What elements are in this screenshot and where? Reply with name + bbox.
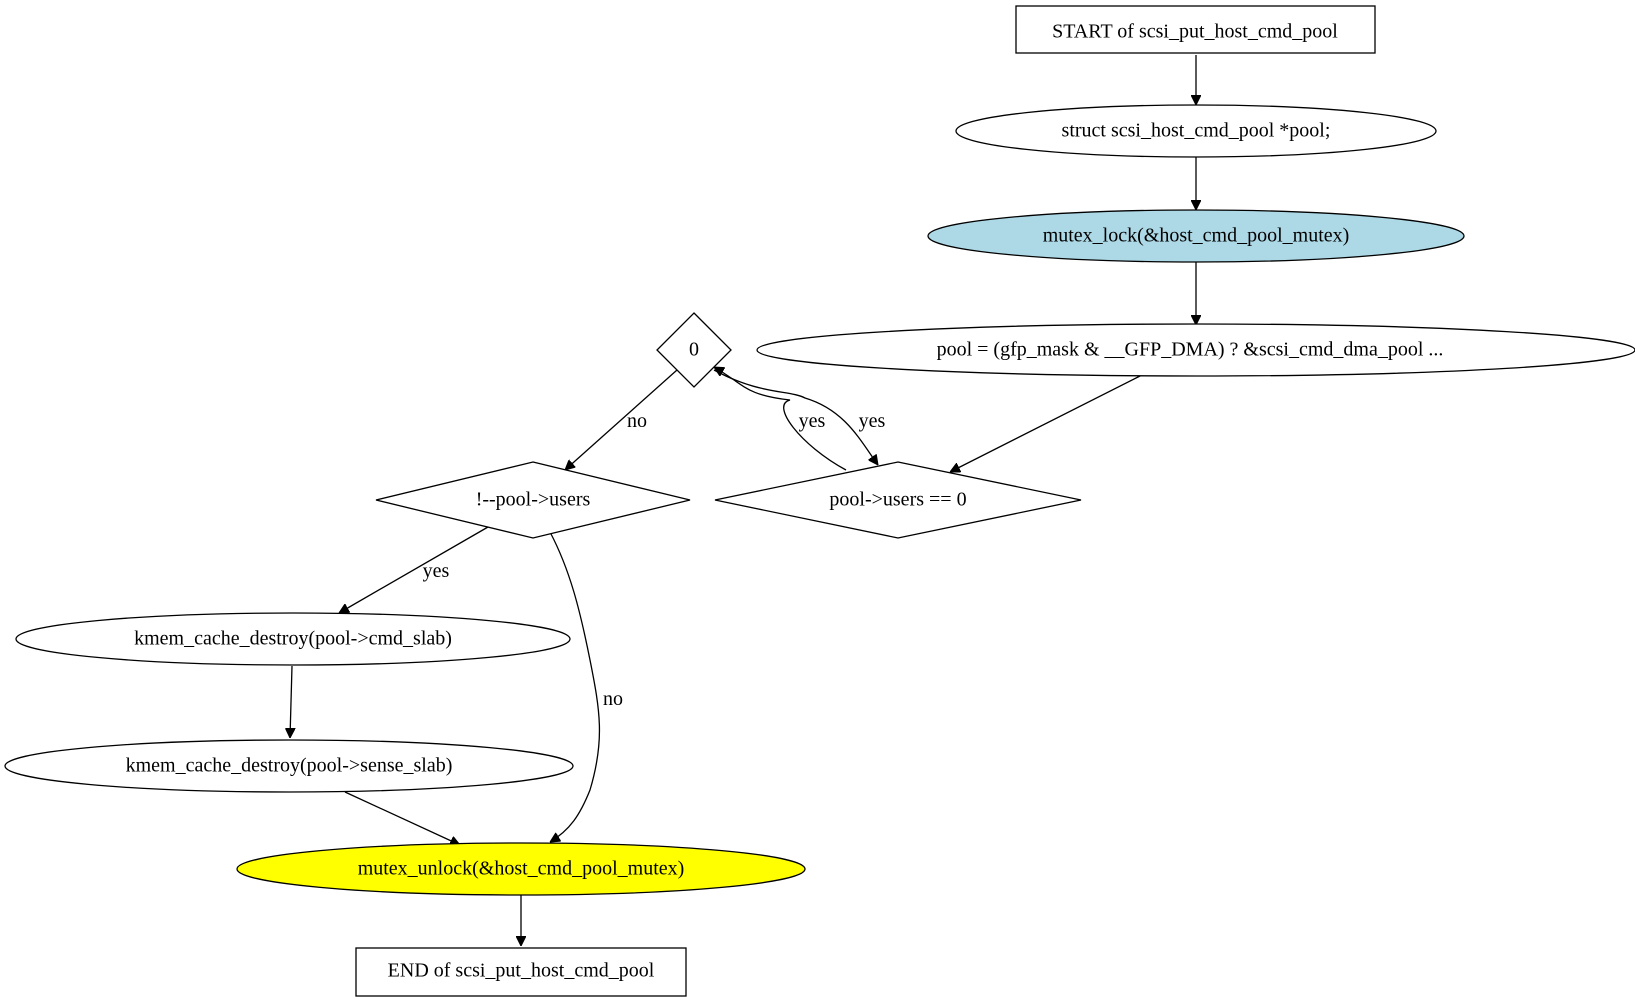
destroy-sense-slab-node[interactable]: kmem_cache_destroy(pool->sense_slab)	[4, 739, 574, 793]
destroy-cmd-slab-label: kmem_cache_destroy(pool->cmd_slab)	[134, 628, 452, 650]
mutex-lock-node-label: mutex_lock(&host_cmd_pool_mutex)	[1043, 225, 1350, 247]
edge-dec-users-to-unlock	[550, 531, 601, 842]
edge-destroy-cmd-to-destroy-sense	[290, 665, 292, 738]
mutex-unlock-node-ellipse	[236, 842, 806, 896]
edge-label-users-eq-to-zero: yes	[799, 410, 826, 432]
start-node-label: START of scsi_put_host_cmd_pool	[1052, 21, 1338, 43]
destroy-sense-slab-ellipse	[4, 739, 574, 793]
edge-assign-to-users-eq	[950, 374, 1143, 473]
start-node[interactable]: START of scsi_put_host_cmd_pool	[1015, 5, 1376, 54]
declaration-node-label: struct scsi_host_cmd_pool *pool;	[1062, 120, 1331, 142]
edge-zero-to-users-eq	[713, 369, 878, 465]
mutex-lock-node-ellipse	[927, 209, 1465, 263]
edge-zero-to-dec-users	[565, 369, 678, 470]
dec-users-decision-node[interactable]: !--pool->users	[375, 461, 691, 539]
mutex-lock-node[interactable]: mutex_lock(&host_cmd_pool_mutex)	[927, 209, 1465, 263]
declaration-node[interactable]: struct scsi_host_cmd_pool *pool;	[955, 104, 1437, 158]
pool-assign-node-ellipse	[756, 323, 1635, 377]
edge-users-eq-to-zero	[714, 366, 847, 471]
edge-dec-users-to-destroy-cmd	[339, 526, 489, 614]
destroy-cmd-slab-node[interactable]: kmem_cache_destroy(pool->cmd_slab)	[15, 612, 571, 666]
destroy-sense-slab-label: kmem_cache_destroy(pool->sense_slab)	[126, 755, 453, 777]
end-node-box	[355, 947, 687, 997]
mutex-unlock-node-label: mutex_unlock(&host_cmd_pool_mutex)	[358, 858, 685, 880]
dec-users-decision-diamond	[375, 461, 691, 539]
edge-labels: yes yes no yes no	[423, 410, 886, 710]
mutex-unlock-node[interactable]: mutex_unlock(&host_cmd_pool_mutex)	[236, 842, 806, 896]
end-node[interactable]: END of scsi_put_host_cmd_pool	[355, 947, 687, 997]
end-node-label: END of scsi_put_host_cmd_pool	[388, 960, 655, 982]
destroy-cmd-slab-ellipse	[15, 612, 571, 666]
dec-users-decision-label: !--pool->users	[476, 489, 591, 511]
zero-decision-node[interactable]: 0	[656, 312, 732, 388]
edge-label-dec-users-to-unlock: no	[603, 688, 623, 710]
edge-destroy-sense-to-unlock	[344, 791, 460, 845]
start-node-box	[1015, 5, 1376, 54]
nodes: START of scsi_put_host_cmd_pool struct s…	[4, 5, 1635, 997]
users-eq-decision-node[interactable]: pool->users == 0	[714, 461, 1082, 539]
edge-label-zero-to-users-eq: yes	[859, 410, 886, 432]
users-eq-decision-label: pool->users == 0	[829, 489, 966, 511]
edges	[290, 55, 1196, 946]
declaration-node-ellipse	[955, 104, 1437, 158]
users-eq-decision-diamond	[714, 461, 1082, 539]
pool-assign-node-label: pool = (gfp_mask & __GFP_DMA) ? &scsi_cm…	[937, 339, 1444, 361]
zero-decision-diamond	[656, 312, 732, 388]
edge-label-dec-users-to-destroy-cmd: yes	[423, 560, 450, 582]
pool-assign-node[interactable]: pool = (gfp_mask & __GFP_DMA) ? &scsi_cm…	[756, 323, 1635, 377]
zero-decision-label: 0	[689, 339, 699, 361]
edge-label-zero-to-dec-users: no	[627, 410, 647, 432]
